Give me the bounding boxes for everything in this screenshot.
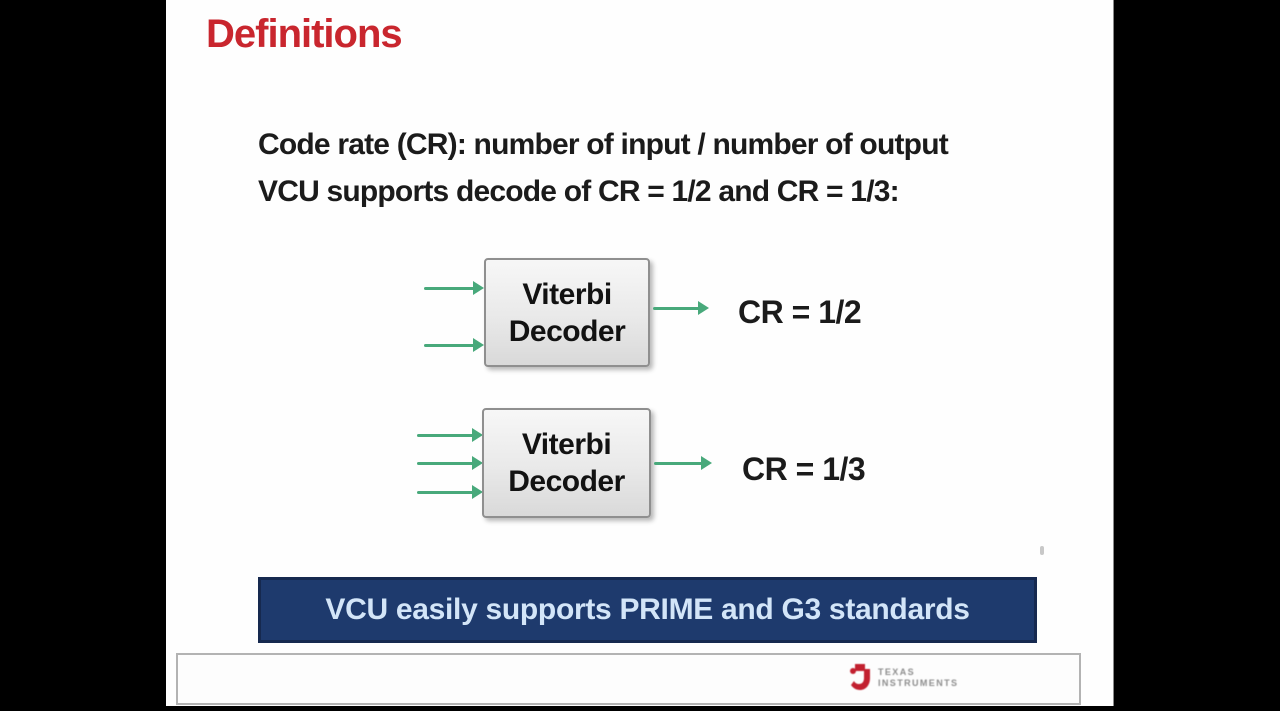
input-arrow xyxy=(424,337,484,353)
input-arrow xyxy=(417,455,483,471)
arrow-head-icon xyxy=(698,301,709,315)
ti-logo-line-2: Instruments xyxy=(878,678,959,688)
texas-instruments-logo: Texas Instruments xyxy=(848,662,958,692)
arrow-head-icon xyxy=(473,281,484,295)
arrow-shaft xyxy=(417,433,475,437)
output-arrow xyxy=(654,455,712,471)
slide: Definitions Code rate (CR): number of in… xyxy=(166,0,1114,706)
box-label-line-1: Viterbi xyxy=(521,428,612,461)
input-arrow xyxy=(417,427,483,443)
code-rate-label-2: CR = 1/3 xyxy=(742,451,866,487)
code-rate-label-1: CR = 1/2 xyxy=(738,294,862,330)
ti-logo-line-1: Texas xyxy=(878,667,916,677)
arrow-head-icon xyxy=(701,456,712,470)
arrow-shaft xyxy=(424,343,476,347)
summary-banner-text: VCU easily supports PRIME and G3 standar… xyxy=(325,593,970,626)
output-arrow xyxy=(653,300,709,316)
arrow-shaft xyxy=(654,461,704,465)
viterbi-decoder-box-2: Viterbi Decoder xyxy=(482,408,651,518)
definition-line-1: Code rate (CR): number of input / number… xyxy=(258,128,949,161)
slide-footer: Texas Instruments xyxy=(176,653,1081,705)
arrow-head-icon xyxy=(473,338,484,352)
arrow-shaft xyxy=(424,286,476,290)
summary-banner: VCU easily supports PRIME and G3 standar… xyxy=(258,577,1037,643)
arrow-head-icon xyxy=(472,485,483,499)
box-label-line-2: Decoder xyxy=(508,465,625,498)
box-label-line-1: Viterbi xyxy=(522,277,612,311)
box-label-line-2: Decoder xyxy=(508,314,626,348)
definition-line-2: VCU supports decode of CR = 1/2 and CR =… xyxy=(258,175,900,208)
arrow-shaft xyxy=(417,490,475,494)
arrow-shaft xyxy=(417,461,475,465)
ti-logo-text: Texas Instruments xyxy=(878,667,958,689)
viterbi-decoder-box-1: Viterbi Decoder xyxy=(484,258,650,367)
definition-text: Code rate (CR): number of input / number… xyxy=(258,121,949,215)
artifact-mark xyxy=(1040,546,1044,555)
arrow-head-icon xyxy=(472,428,483,442)
arrow-shaft xyxy=(653,306,701,310)
arrow-head-icon xyxy=(472,456,483,470)
page-title: Definitions xyxy=(206,12,403,56)
input-arrow xyxy=(417,484,483,500)
input-arrow xyxy=(424,280,484,296)
ti-bug-icon xyxy=(850,664,870,690)
